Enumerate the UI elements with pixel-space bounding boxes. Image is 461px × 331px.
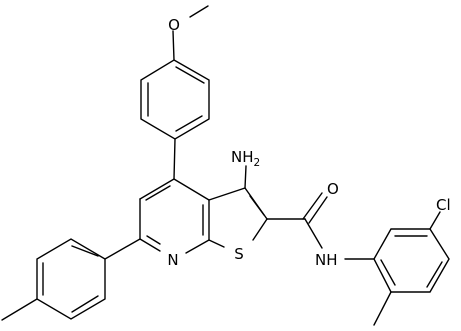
bond-methyl-methoxy-o xyxy=(189,5,209,18)
bond-carbonyl-double-a xyxy=(302,192,323,220)
thiophene-ring xyxy=(208,187,268,248)
bond-carbonyl-double-b xyxy=(308,196,328,224)
bond-ring-methyl xyxy=(373,291,392,326)
bond-methoxy-o-ring xyxy=(172,30,175,61)
atom-label-pyridine-n: N xyxy=(167,251,178,269)
bond-c6-tolyl xyxy=(104,238,141,260)
bond-aryl-c4 xyxy=(173,138,176,180)
pyridine-ring xyxy=(139,178,210,254)
atom-label-thiophene-s: S xyxy=(234,245,244,263)
atom-label-amine-subscript: 2 xyxy=(254,157,261,169)
bond-carbonyl-n xyxy=(304,218,323,249)
atom-label-amide-nh: NH xyxy=(315,251,338,269)
atom-label-amine: NH2 xyxy=(231,148,260,169)
atom-label-carbonyl-o: O xyxy=(327,180,339,198)
bond-ring-cl xyxy=(429,211,441,230)
chloromethylphenyl-ring xyxy=(373,228,450,293)
atom-label-chloro: Cl xyxy=(436,196,451,214)
atom-label-amine-nh: NH xyxy=(231,148,254,166)
bond-c3-amine xyxy=(244,165,247,189)
methoxyphenyl-ring xyxy=(140,59,210,140)
atom-label-methoxy-o: O xyxy=(168,16,180,34)
tolyl-ring xyxy=(36,238,106,320)
bond-tolyl-methyl xyxy=(1,298,38,321)
